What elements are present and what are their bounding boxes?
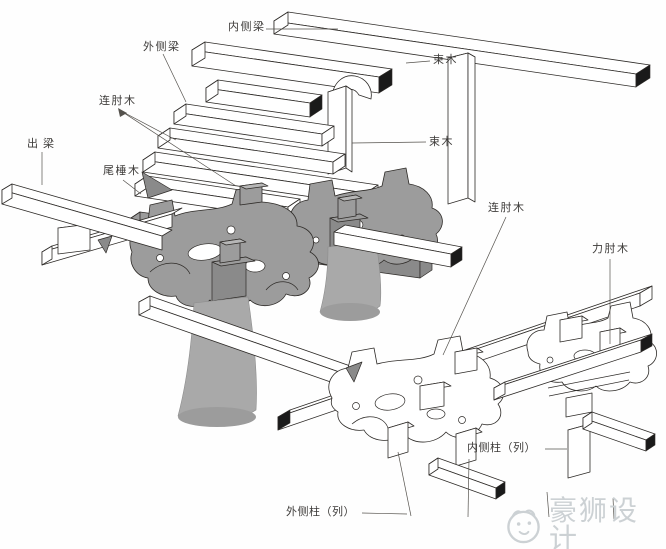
leader-outer-column-2 <box>467 458 470 518</box>
protruding-beam-shape <box>1 183 173 251</box>
leader-lines <box>41 28 615 520</box>
label-force-arm: 力肘木 <box>592 243 630 255</box>
leader-outer-beam <box>162 53 187 103</box>
label-inner-column-row: 内侧柱（列） <box>467 442 536 454</box>
label-protruding-beam: 出梁 <box>27 138 59 150</box>
leader-connecting-arm-left-1 <box>120 110 177 141</box>
leader-outer-column-1 <box>397 451 412 517</box>
cloud-bracket-corner <box>328 335 504 443</box>
label-outer-beam: 外侧梁 <box>143 41 181 53</box>
strut-right-shape <box>447 52 476 205</box>
outer-column-timber-shape <box>428 457 506 500</box>
leader-strut-mid <box>351 141 427 144</box>
watermark-text: 豪狮设计 <box>549 496 640 549</box>
label-connecting-arm-left: 连肘木 <box>99 95 137 107</box>
lion-face-icon <box>507 509 540 544</box>
leader-tail-rafter <box>122 179 142 195</box>
label-inner-beam: 内侧梁 <box>228 21 266 33</box>
leader-outer-column-dash <box>361 512 408 515</box>
leader-connecting-arm-right <box>442 216 507 356</box>
leader-arrowhead <box>118 108 127 117</box>
upper-tie-beam-shape <box>191 41 393 94</box>
leader-bottom-2 <box>612 497 615 520</box>
leader-connecting-arm-left-2 <box>120 110 237 187</box>
inner-beam-shape <box>273 11 651 88</box>
label-strut-top: 束木 <box>433 54 458 66</box>
cross-beam-right-shape <box>333 224 463 268</box>
column-right <box>319 240 382 321</box>
label-outer-column-row: 外侧柱（列） <box>286 506 355 518</box>
outer-column-posts <box>387 421 483 467</box>
bracket-set-right <box>526 301 657 479</box>
leader-bottom-1 <box>546 491 550 518</box>
upper-bracket-group <box>1 11 651 427</box>
label-tail-rafter: 尾棰木 <box>103 165 141 177</box>
label-connecting-arm-right: 连肘木 <box>488 202 526 214</box>
middle-beam-shape <box>205 79 323 118</box>
tail-rafter-wedge <box>141 171 173 199</box>
cloud-bracket-left <box>129 182 319 310</box>
label-strut-mid: 束木 <box>429 136 454 148</box>
force-bracket-arm-shape <box>493 333 653 401</box>
leader-strut-top <box>405 60 431 64</box>
inner-column-timber-shape <box>582 411 656 452</box>
watermark: 豪狮设计 <box>505 498 666 549</box>
